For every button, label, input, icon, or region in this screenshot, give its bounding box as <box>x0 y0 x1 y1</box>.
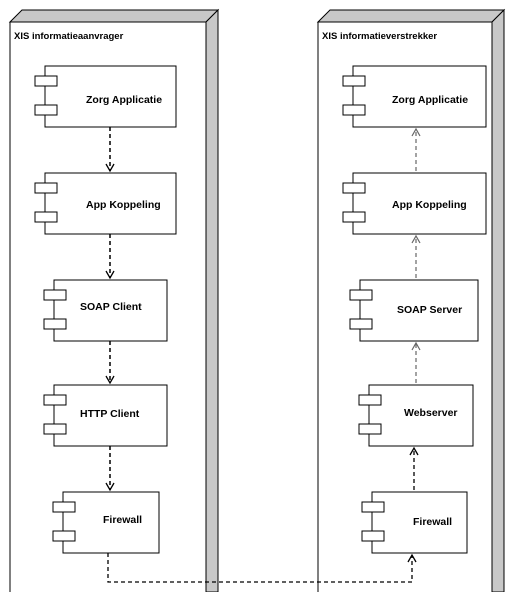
component-label: App Koppeling <box>392 199 467 211</box>
component-label: App Koppeling <box>86 199 161 211</box>
component-tab-top <box>34 182 58 194</box>
component-tab-bottom <box>34 104 58 116</box>
component-tab-bottom <box>34 211 58 223</box>
node-left-top-face <box>8 9 220 23</box>
component-tab-top <box>52 501 76 513</box>
node-right-top-face <box>316 9 506 23</box>
component-left-soap-client: SOAP Client <box>43 279 168 342</box>
component-body <box>53 384 168 447</box>
component-label: Zorg Applicatie <box>392 94 468 106</box>
component-body <box>371 491 468 554</box>
component-body <box>352 65 487 128</box>
component-tab-top <box>349 289 373 301</box>
component-label: Firewall <box>103 514 142 526</box>
component-right-soap-server: SOAP Server <box>349 279 479 342</box>
dependency-firewall-to-firewall <box>107 553 417 583</box>
component-left-app-koppeling: App Koppeling <box>34 172 177 235</box>
node-right-side-face <box>491 8 505 592</box>
component-tab-top <box>361 501 385 513</box>
component-tab-top <box>43 289 67 301</box>
component-tab-bottom <box>52 530 76 542</box>
component-tab-top <box>34 75 58 87</box>
component-body <box>53 279 168 342</box>
node-right-title: XIS informatieverstrekker <box>322 31 437 42</box>
node-left-side-face <box>205 8 219 592</box>
component-tab-bottom <box>342 211 366 223</box>
component-label: Webserver <box>404 407 458 419</box>
component-left-http-client: HTTP Client <box>43 384 168 447</box>
component-tab-top <box>43 394 67 406</box>
component-label: Firewall <box>413 516 452 528</box>
component-left-zorg-applicatie: Zorg Applicatie <box>34 65 177 128</box>
component-body <box>352 172 487 235</box>
component-left-firewall: Firewall <box>52 491 160 554</box>
component-tab-bottom <box>361 530 385 542</box>
component-right-webserver: Webserver <box>358 384 474 447</box>
component-body <box>359 279 479 342</box>
component-right-firewall: Firewall <box>361 491 468 554</box>
component-body <box>44 172 177 235</box>
component-tab-bottom <box>349 318 373 330</box>
component-tab-bottom <box>342 104 366 116</box>
component-tab-top <box>342 182 366 194</box>
component-label: HTTP Client <box>80 408 140 420</box>
component-tab-bottom <box>43 318 67 330</box>
component-tab-top <box>358 394 382 406</box>
component-right-app-koppeling: App Koppeling <box>342 172 487 235</box>
component-right-zorg-applicatie: Zorg Applicatie <box>342 65 487 128</box>
component-label: Zorg Applicatie <box>86 94 162 106</box>
node-left-title: XIS informatieaanvrager <box>14 31 124 42</box>
component-label: SOAP Client <box>80 301 142 313</box>
component-tab-top <box>342 75 366 87</box>
component-label: SOAP Server <box>397 304 462 316</box>
component-tab-bottom <box>358 423 382 435</box>
component-body <box>62 491 160 554</box>
component-body <box>368 384 474 447</box>
component-tab-bottom <box>43 423 67 435</box>
